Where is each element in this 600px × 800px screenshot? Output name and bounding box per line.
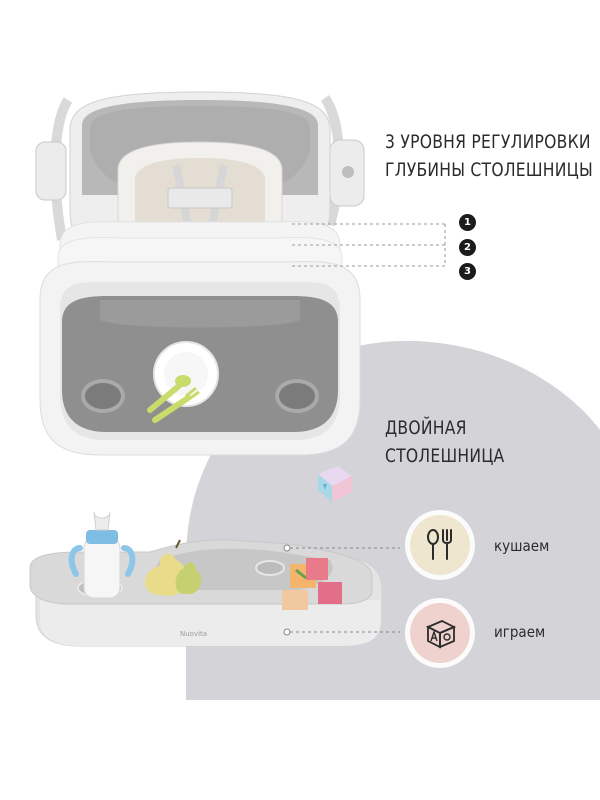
eat-feature-circle <box>410 515 470 575</box>
depth-heading-line2: ГЛУБИНЫ СТОЛЕШНИЦЫ <box>385 159 593 181</box>
level-3-badge: 3 <box>459 263 476 280</box>
depth-heading-line1: 3 УРОВНЯ РЕГУЛИРОВКИ <box>385 131 591 153</box>
play-feature-circle <box>410 603 470 663</box>
floating-toy-cube <box>318 466 352 502</box>
level-2-badge: 2 <box>459 239 476 256</box>
double-tray-illustration: Nuovita <box>29 511 400 647</box>
spoon-fork-icon <box>427 529 452 560</box>
double-heading-line2: СТОЛЕШНИЦА <box>385 445 505 467</box>
double-heading-line1: ДВОЙНАЯ <box>385 417 467 439</box>
play-label: играем <box>494 623 546 641</box>
eat-label: кушаем <box>494 537 550 555</box>
tray-brand-text: Nuovita <box>180 630 207 638</box>
level-1-badge: 1 <box>459 214 476 231</box>
double-tray-heading: ДВОЙНАЯ СТОЛЕШНИЦА <box>385 414 504 470</box>
depth-levels-heading: 3 УРОВНЯ РЕГУЛИРОВКИ ГЛУБИНЫ СТОЛЕШНИЦЫ <box>385 128 593 184</box>
toy-blocks-icon <box>425 620 457 649</box>
